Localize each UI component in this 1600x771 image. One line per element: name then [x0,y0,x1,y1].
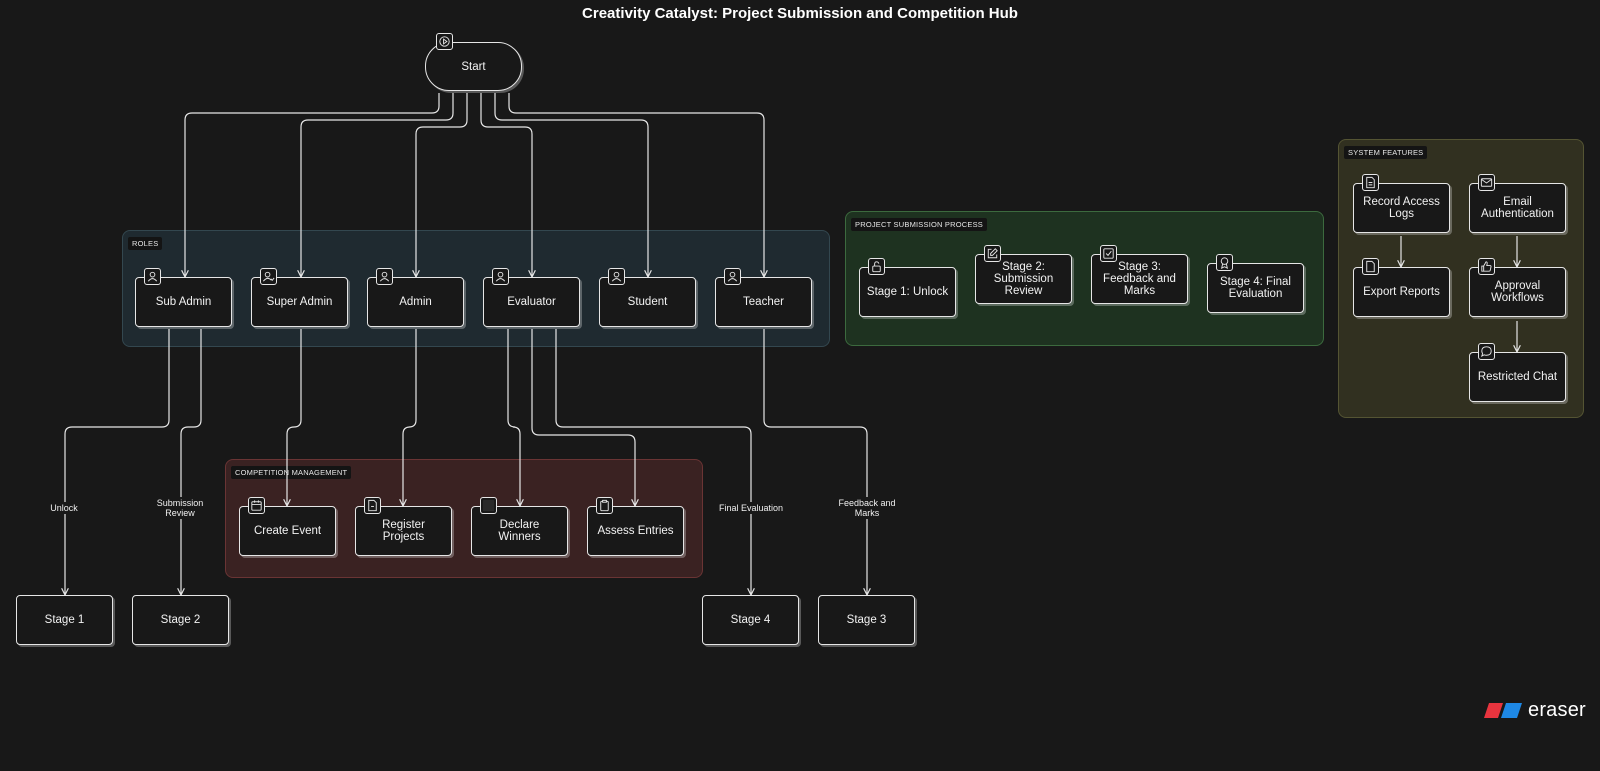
stage3-feedback-label: Stage 3: Feedback and Marks [1103,261,1176,297]
register-projects-label: Register Projects [382,519,425,543]
stage2-review-node[interactable]: Stage 2: Submission Review [975,245,1072,304]
file-text-icon [1362,174,1379,191]
eraser-logo-icon [1484,703,1522,718]
start-node[interactable]: Start [425,33,522,91]
stage1-unlock-node[interactable]: Stage 1: Unlock [859,258,956,317]
stage4-final-node[interactable]: Stage 4: Final Evaluation [1207,254,1304,313]
evaluator-node[interactable]: Evaluator [483,268,580,327]
file-icon [1362,258,1379,275]
edge-evaluator-stage4 [531,329,635,506]
restricted-chat-node[interactable]: Restricted Chat [1469,343,1566,402]
edge-start-evaluator [480,93,532,277]
export-reports-node[interactable]: Export Reports [1353,258,1450,317]
stage2-node[interactable]: Stage 2 [132,595,229,645]
teacher-label: Teacher [743,296,784,308]
stage1-unlock-label: Stage 1: Unlock [866,286,949,298]
clipboard-icon [596,497,613,514]
user-icon [144,268,161,285]
edit-icon [984,245,1001,262]
edge-start-student [494,93,648,277]
assess-entries-label: Assess Entries [597,525,674,537]
process-group-label: PROJECT SUBMISSION PROCESS [851,218,988,231]
approval-workflows-label: Approval Workflows [1491,280,1544,304]
edge-label-unlock: Unlock [48,502,80,514]
edge-start-admin [416,93,468,277]
stage4-node[interactable]: Stage 4 [702,595,799,645]
mail-icon [1478,174,1495,191]
edge-label-feedback-marks: Feedback and Marks [836,497,898,519]
stage4-final-label: Stage 4: Final Evaluation [1220,276,1291,300]
student-node[interactable]: Student [599,268,696,327]
edge-evaluator-declare-winners [507,329,520,506]
stage3-label: Stage 3 [846,614,887,626]
message-circle-icon [1478,343,1495,360]
start-label: Start [461,60,486,73]
edge-start-teacher [508,93,764,277]
stage4-label: Stage 4 [730,614,771,626]
stage1-node[interactable]: Stage 1 [16,595,113,645]
edge-admin-register-projects [403,329,417,506]
register-projects-node[interactable]: Register Projects [355,497,452,556]
features-group-label: SYSTEM FEATURES [1344,146,1428,159]
approval-workflows-node[interactable]: Approval Workflows [1469,258,1566,317]
create-event-node[interactable]: Create Event [239,497,336,556]
student-label: Student [627,296,668,308]
export-reports-label: Export Reports [1363,286,1440,298]
eraser-logo-text: eraser [1528,699,1586,721]
email-authentication-label: Email Authentication [1481,196,1554,220]
super-admin-node[interactable]: Super Admin [251,268,348,327]
stage1-label: Stage 1 [44,614,85,626]
record-access-logs-node[interactable]: Record Access Logs [1353,174,1450,233]
email-authentication-node[interactable]: Email Authentication [1469,174,1566,233]
create-event-label: Create Event [253,525,322,537]
user-check-icon [260,268,277,285]
teacher-node[interactable]: Teacher [715,268,812,327]
edge-start-super-admin [301,93,454,277]
check-square-icon [1100,245,1117,262]
stage2-review-label: Stage 2: Submission Review [993,261,1054,297]
stage2-label: Stage 2 [160,614,201,626]
eraser-logo: eraser [1484,699,1586,722]
edge-teacher-stage3 [763,329,867,595]
calendar-icon [248,497,265,514]
declare-winners-node[interactable]: Declare Winners [471,497,568,556]
play-icon [436,33,453,50]
assess-entries-node[interactable]: Assess Entries [587,497,684,556]
admin-node[interactable]: Admin [367,268,464,327]
stage3-node[interactable]: Stage 3 [818,595,915,645]
super-admin-label: Super Admin [266,296,333,308]
evaluator-label: Evaluator [507,296,556,308]
restricted-chat-label: Restricted Chat [1477,371,1558,383]
edge-start-sub-admin [185,93,440,277]
sub-admin-node[interactable]: Sub Admin [135,268,232,327]
roles-group-label: ROLES [128,237,163,250]
user-icon [608,268,625,285]
roles-group: ROLES [122,230,830,347]
award-icon [1216,254,1233,271]
admin-label: Admin [399,296,432,308]
user-icon [492,268,509,285]
user-icon [376,268,393,285]
edge-evaluator-assess-entries [555,329,751,595]
unlock-icon [868,258,885,275]
record-access-logs-label: Record Access Logs [1363,196,1440,220]
edge-label-final-evaluation: Final Evaluation [716,502,786,514]
thumbs-up-icon [1478,258,1495,275]
edge-super-admin-create-event [287,329,302,506]
competition-group-label: COMPETITION MANAGEMENT [231,466,352,479]
edge-label-submission-review: Submission Review [154,497,206,519]
user-icon [724,268,741,285]
edge-sub-admin-stage2 [181,329,202,595]
file-icon [364,497,381,514]
declare-winners-label: Declare Winners [498,519,541,543]
sub-admin-label: Sub Admin [155,296,212,308]
trophy-icon [480,497,497,514]
edge-sub-admin-stage1 [65,329,170,595]
diagram-title: Creativity Catalyst: Project Submission … [582,5,1018,22]
stage3-feedback-node[interactable]: Stage 3: Feedback and Marks [1091,245,1188,304]
